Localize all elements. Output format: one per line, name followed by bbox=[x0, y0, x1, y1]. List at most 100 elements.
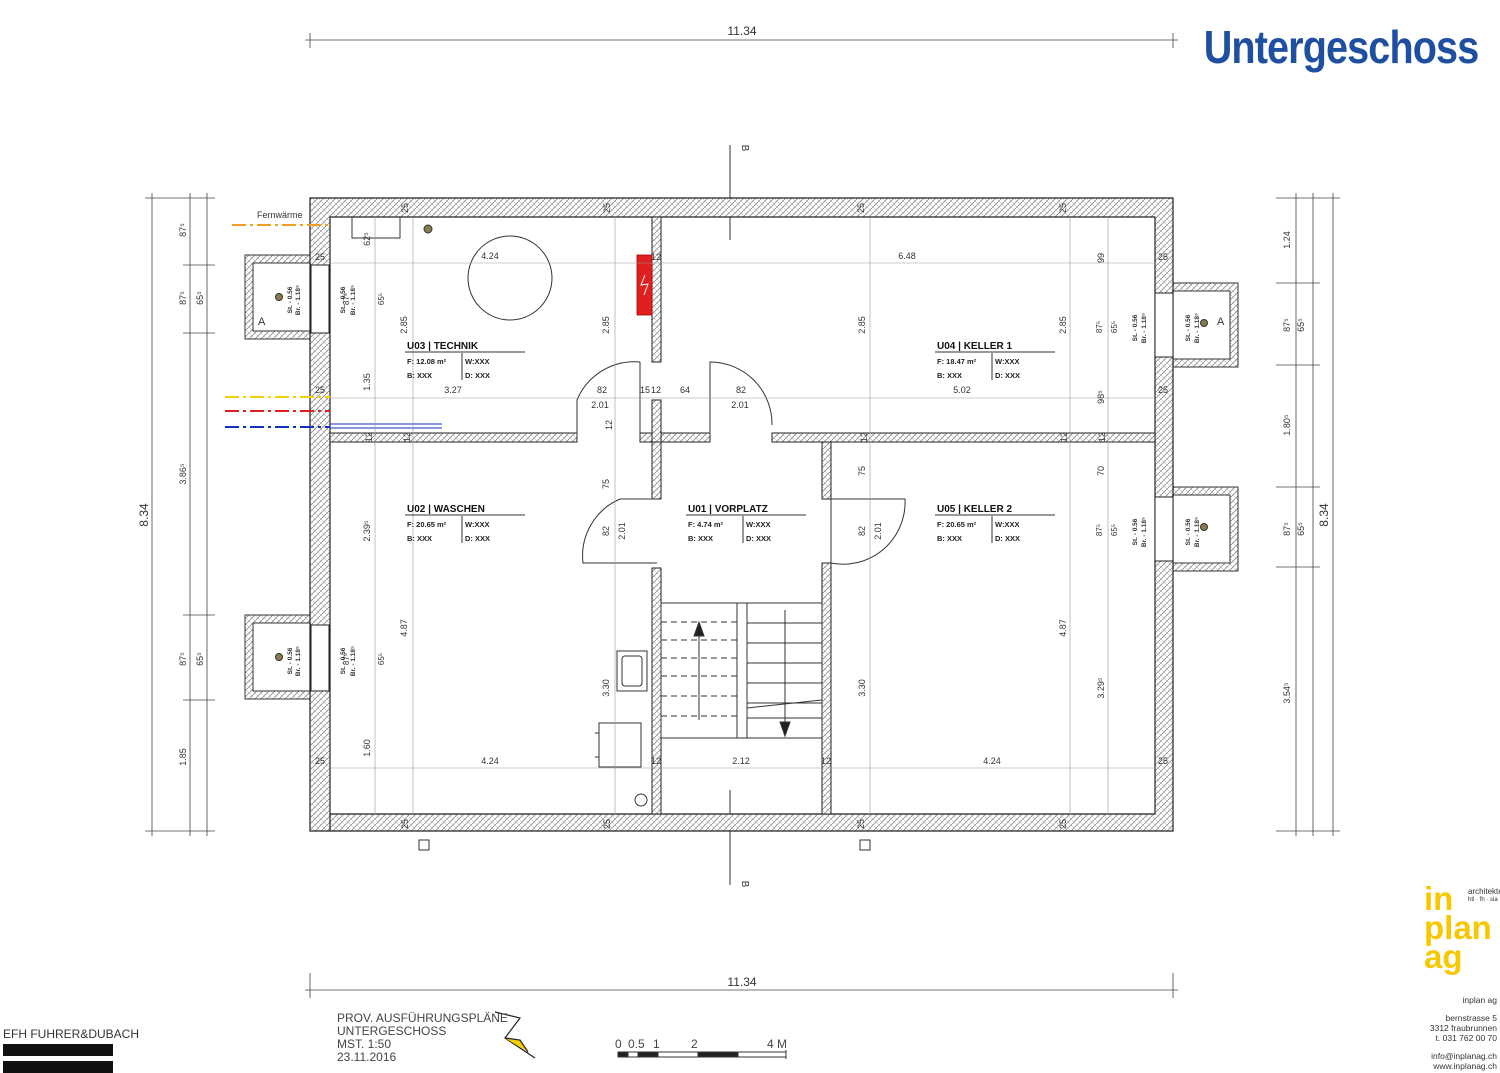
dim-interior: 6.48 bbox=[898, 251, 916, 261]
stairs bbox=[660, 602, 823, 739]
window-sill: St. - 0.56 bbox=[1132, 314, 1139, 341]
dim-interior: 15 bbox=[640, 385, 650, 395]
room-d: D: XXX bbox=[995, 371, 1020, 380]
dim-interior: 75 bbox=[857, 466, 867, 476]
overall-dimensions bbox=[145, 33, 1340, 998]
north-arrow bbox=[494, 1011, 536, 1059]
dim-interior: 98⁵ bbox=[1096, 390, 1106, 404]
logo-subtagline: htl · fh · sia bbox=[1468, 897, 1498, 903]
dim-right-chain: 1.80⁵ bbox=[1282, 414, 1292, 436]
dim-interior: 87⁵ bbox=[1095, 524, 1104, 536]
sheet-title: Untergeschoss bbox=[1203, 21, 1478, 73]
dim-interior: 70 bbox=[1096, 466, 1106, 476]
architect-logo: in plan ag architekten htl · fh · sia bbox=[1424, 880, 1500, 975]
logo-line: in bbox=[1424, 880, 1454, 917]
scale-label: 4 M bbox=[767, 1037, 788, 1051]
dim-left-chain: 87⁵ bbox=[178, 652, 188, 666]
room-b: B: XXX bbox=[407, 371, 432, 380]
dim-interior: 2.01 bbox=[731, 400, 749, 410]
wall-dim: 25 bbox=[1158, 756, 1168, 766]
dim-interior: 2.85 bbox=[1058, 316, 1068, 334]
room-b: B: XXX bbox=[407, 534, 432, 543]
interior-dimension-lines bbox=[330, 217, 1155, 814]
dim-interior: 99 bbox=[1096, 253, 1106, 263]
dim-interior: 65⁵ bbox=[1110, 524, 1119, 536]
dim-interior: 75 bbox=[601, 479, 611, 489]
utility-pipes bbox=[225, 224, 442, 429]
dim-interior: 82 bbox=[857, 526, 867, 536]
light-wells bbox=[244, 254, 1239, 700]
window-lintel: Br. - 1.18⁵ bbox=[1194, 517, 1201, 547]
section-marker-left: A bbox=[258, 316, 266, 328]
room-title-vorplatz: U01 | VORPLATZ bbox=[688, 504, 768, 515]
dim-interior: 2.85 bbox=[857, 316, 867, 334]
room-d: D: XXX bbox=[465, 534, 490, 543]
scale-label: 2 bbox=[691, 1037, 698, 1051]
dim-interior: 87⁵ bbox=[1095, 321, 1104, 333]
dim-right-chain: 1.24 bbox=[1282, 231, 1292, 249]
axis-marker-bottom: B bbox=[739, 881, 750, 888]
dim-left-chain: 1.85 bbox=[178, 748, 188, 766]
dim-interior: 64 bbox=[680, 385, 690, 395]
fixtures bbox=[275, 217, 1208, 851]
wall-dim: 25 bbox=[315, 252, 325, 262]
wall-dim: 25 bbox=[602, 203, 612, 213]
dim-interior: 2.01 bbox=[591, 400, 609, 410]
dim-interior: 65⁵ bbox=[1110, 321, 1119, 333]
scale-label: 0.5 bbox=[628, 1037, 645, 1051]
wall-dim: 25 bbox=[856, 203, 866, 213]
dim-right-chain: 65⁵ bbox=[1296, 522, 1306, 536]
window-sill: St. - 0.56 bbox=[287, 647, 294, 674]
room-w: W:XXX bbox=[465, 357, 489, 366]
company-name: inplan ag bbox=[1462, 995, 1497, 1005]
dim-overall-right: 8.34 bbox=[1317, 503, 1331, 527]
scale-bar bbox=[617, 1050, 787, 1059]
window-sill: St. - 0.56 bbox=[1185, 314, 1192, 341]
window-lintel: Br. - 1.18⁵ bbox=[1194, 313, 1201, 343]
dim-interior: 2.39⁵ bbox=[362, 520, 372, 542]
wall-dim: 25 bbox=[315, 385, 325, 395]
room-label-lines bbox=[405, 351, 1055, 543]
window-lintel: Br. - 1.18⁵ bbox=[350, 646, 357, 676]
dim-interior: 2.12 bbox=[732, 756, 750, 766]
dim-interior: 3.29⁵ bbox=[1096, 677, 1106, 699]
room-w: W:XXX bbox=[465, 520, 489, 529]
wall-dim: 12 bbox=[859, 432, 869, 442]
wall-dim: 12 bbox=[651, 252, 661, 262]
dim-interior: 87⁵ bbox=[342, 653, 351, 665]
dim-interior: 4.24 bbox=[983, 756, 1001, 766]
plan-scale: MST. 1:50 bbox=[337, 1037, 392, 1051]
redaction-bar bbox=[3, 1044, 113, 1056]
dim-interior: 4.24 bbox=[481, 251, 499, 261]
dim-right-chain: 87⁵ bbox=[1282, 318, 1292, 332]
wall-dim: 25 bbox=[1158, 385, 1168, 395]
dim-left-chain: 65⁵ bbox=[195, 291, 205, 305]
logo-line: ag bbox=[1424, 938, 1463, 975]
plan-floor: UNTERGESCHOSS bbox=[337, 1024, 447, 1038]
dim-overall-left: 8.34 bbox=[137, 503, 151, 527]
dim-interior: 5.02 bbox=[953, 385, 971, 395]
wall-dim: 25 bbox=[856, 819, 866, 829]
dim-interior: 4.24 bbox=[481, 756, 499, 766]
dim-interior: 3.30 bbox=[601, 679, 611, 697]
dim-right-chain: 65⁵ bbox=[1296, 318, 1306, 332]
room-b: B: XXX bbox=[688, 534, 713, 543]
city: 3312 fraubrunnen bbox=[1429, 1023, 1497, 1033]
window-sill: St. - 0.56 bbox=[287, 286, 294, 313]
wall-dim: 12 bbox=[651, 756, 661, 766]
dim-interior: 82 bbox=[601, 526, 611, 536]
window-sill: St. - 0.56 bbox=[1132, 518, 1139, 545]
room-w: W:XXX bbox=[995, 357, 1019, 366]
doors bbox=[576, 361, 906, 565]
dim-interior: 87⁵ bbox=[342, 293, 351, 305]
wall-dim: 25 bbox=[602, 819, 612, 829]
wall-dim: 12 bbox=[651, 385, 661, 395]
wall-dim: 12 bbox=[402, 432, 412, 442]
exterior-walls bbox=[309, 197, 1174, 832]
room-area: F: 4.74 m² bbox=[688, 520, 724, 529]
wall-dim: 25 bbox=[315, 756, 325, 766]
dim-overall-top: 11.34 bbox=[727, 24, 756, 38]
plan-date: 23.11.2016 bbox=[337, 1050, 397, 1064]
dim-right-chain: 3.54⁵ bbox=[1282, 682, 1292, 704]
dim-left-chain: 65⁵ bbox=[195, 652, 205, 666]
